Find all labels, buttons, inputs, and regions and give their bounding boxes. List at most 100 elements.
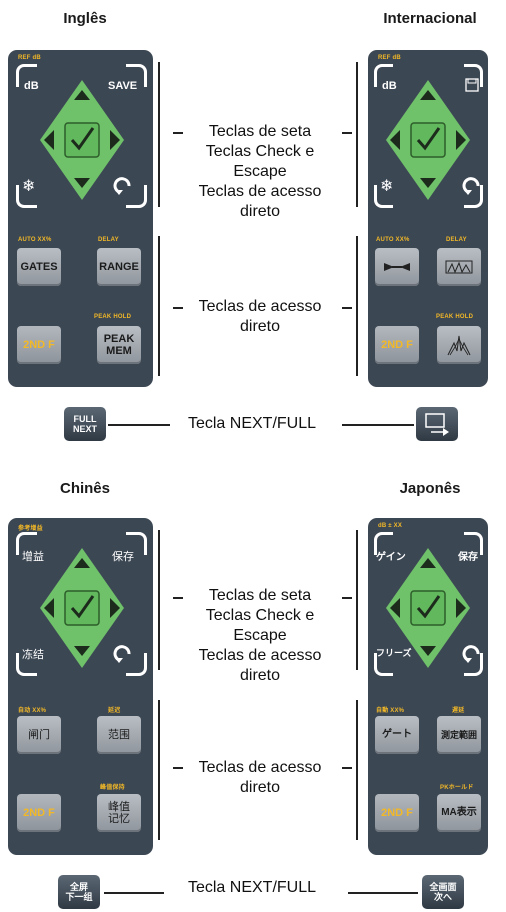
escape-icon[interactable] xyxy=(462,176,482,196)
peak-mem-key[interactable]: MA表示 xyxy=(437,794,481,832)
corner-bracket xyxy=(16,185,37,208)
arrow-right-icon[interactable] xyxy=(456,598,466,618)
peak-mem-key[interactable]: PEAK MEM xyxy=(97,326,141,364)
peak-hold-label: 峰值保持 xyxy=(100,785,125,791)
corner-bracket xyxy=(464,185,483,208)
db-key-label[interactable]: dB xyxy=(382,80,397,92)
second-function-key[interactable]: 2ND F xyxy=(17,326,61,364)
arrow-left-icon[interactable] xyxy=(390,598,400,618)
save-icon[interactable] xyxy=(465,78,479,92)
description-direct-top: Teclas de acesso direto xyxy=(180,297,340,337)
arrow-down-icon[interactable] xyxy=(74,646,90,656)
peak-mem-key[interactable]: 峰值 记忆 xyxy=(97,794,141,832)
leader-line xyxy=(342,597,352,599)
arrow-down-icon[interactable] xyxy=(420,646,436,656)
arrow-pad[interactable] xyxy=(378,544,478,672)
title-international: Internacional xyxy=(383,10,477,27)
check-key[interactable] xyxy=(64,590,100,626)
peak-mem-icon-key[interactable] xyxy=(437,326,481,364)
delay-label: DELAY xyxy=(446,237,467,243)
corner-bracket xyxy=(126,64,147,87)
gates-key[interactable]: 闸门 xyxy=(17,716,61,754)
leader-line xyxy=(173,597,183,599)
check-key[interactable] xyxy=(410,122,446,158)
freeze-key-label[interactable]: 冻结 xyxy=(22,649,44,661)
corner-bracket xyxy=(374,64,393,87)
check-key[interactable] xyxy=(410,590,446,626)
arrow-up-icon[interactable] xyxy=(420,558,436,568)
peak-hold-label: PEAK HOLD xyxy=(436,314,474,320)
full-label: FULL xyxy=(73,414,97,424)
peak-hold-label: PEAK HOLD xyxy=(94,314,132,320)
gain-key-label[interactable]: 增益 xyxy=(22,551,44,563)
range-key[interactable]: RANGE xyxy=(97,248,141,286)
gain-key-label[interactable]: ゲイン xyxy=(376,552,406,563)
arrow-pad[interactable] xyxy=(378,76,478,204)
arrow-right-icon[interactable] xyxy=(456,130,466,150)
gates-key[interactable]: GATES xyxy=(17,248,61,286)
peak-mem-icon xyxy=(447,335,471,356)
range-icon-key[interactable] xyxy=(437,248,481,286)
gates-key[interactable]: ゲート xyxy=(375,716,419,754)
next-full-label: Tecla NEXT/FULL xyxy=(187,415,317,432)
range-key[interactable]: 范围 xyxy=(97,716,141,754)
arrow-left-icon[interactable] xyxy=(44,130,54,150)
leader-line xyxy=(342,767,352,769)
peak-mem-key-label-2: MEM xyxy=(106,345,132,357)
arrow-up-icon[interactable] xyxy=(74,558,90,568)
description-top: Teclas de seta Teclas Check e Escape Tec… xyxy=(180,122,340,222)
db-key-label[interactable]: dB xyxy=(24,80,39,92)
second-function-key[interactable]: 2ND F xyxy=(375,326,419,364)
arrow-keys-label: Teclas de seta xyxy=(208,587,312,604)
arrow-right-icon[interactable] xyxy=(110,130,120,150)
arrow-down-icon[interactable] xyxy=(420,178,436,188)
snowflake-icon[interactable]: ❄ xyxy=(380,178,394,195)
bracket-line xyxy=(356,236,358,376)
delay-label: 延迟 xyxy=(108,708,121,714)
second-function-key[interactable]: 2ND F xyxy=(17,794,61,832)
save-key-label[interactable]: 保存 xyxy=(112,551,134,563)
delay-label: DELAY xyxy=(98,237,119,243)
save-key-label[interactable]: 保存 xyxy=(458,552,478,563)
next-full-key-japanese[interactable]: 全画面次へ xyxy=(422,875,464,909)
escape-icon[interactable] xyxy=(113,644,133,664)
save-key-label[interactable]: SAVE xyxy=(108,80,138,92)
check-escape-label-1: Teclas Check e xyxy=(205,607,315,624)
check-escape-label-2: Escape xyxy=(233,627,287,644)
next-full-key-international[interactable] xyxy=(416,407,458,441)
arrow-up-icon[interactable] xyxy=(420,90,436,100)
gates-icon-key[interactable] xyxy=(375,248,419,286)
arrow-pad[interactable] xyxy=(32,544,132,672)
corner-bracket xyxy=(464,64,483,87)
leader-line xyxy=(342,424,414,426)
peak-hold-label: PKホールド xyxy=(440,785,474,791)
escape-icon[interactable] xyxy=(113,176,133,196)
freeze-key-label[interactable]: フリーズ xyxy=(376,648,412,658)
arrow-up-icon[interactable] xyxy=(74,90,90,100)
direct-access-b-label-2: direto xyxy=(239,779,281,796)
peak-mem-key-label-1: 峰值 xyxy=(108,801,130,813)
next-full-key-chinese[interactable]: 全屏下一组 xyxy=(58,875,100,909)
arrow-left-icon[interactable] xyxy=(390,130,400,150)
next-label: NEXT xyxy=(72,424,97,434)
check-key[interactable] xyxy=(64,122,100,158)
direct-access-b-label-1: Teclas de acesso xyxy=(198,298,322,315)
bracket-line xyxy=(356,62,358,207)
arrow-right-icon[interactable] xyxy=(110,598,120,618)
arrow-left-icon[interactable] xyxy=(44,598,54,618)
snowflake-icon[interactable]: ❄ xyxy=(22,178,36,195)
check-escape-label-1: Teclas Check e xyxy=(205,143,315,160)
corner-bracket xyxy=(374,653,393,676)
range-key[interactable]: 測定範囲 xyxy=(437,716,481,754)
corner-bracket xyxy=(374,185,393,208)
escape-icon[interactable] xyxy=(462,644,482,664)
corner-bracket xyxy=(126,185,147,208)
second-function-key[interactable]: 2ND F xyxy=(375,794,419,832)
description-direct-bottom: Teclas de acesso direto xyxy=(180,758,340,798)
arrow-down-icon[interactable] xyxy=(74,178,90,188)
auto-xx-label: 自動 XX% xyxy=(376,708,405,714)
bracket-line xyxy=(158,700,160,840)
ref-db-label: REF dB xyxy=(18,55,41,61)
arrow-pad[interactable] xyxy=(32,76,132,204)
